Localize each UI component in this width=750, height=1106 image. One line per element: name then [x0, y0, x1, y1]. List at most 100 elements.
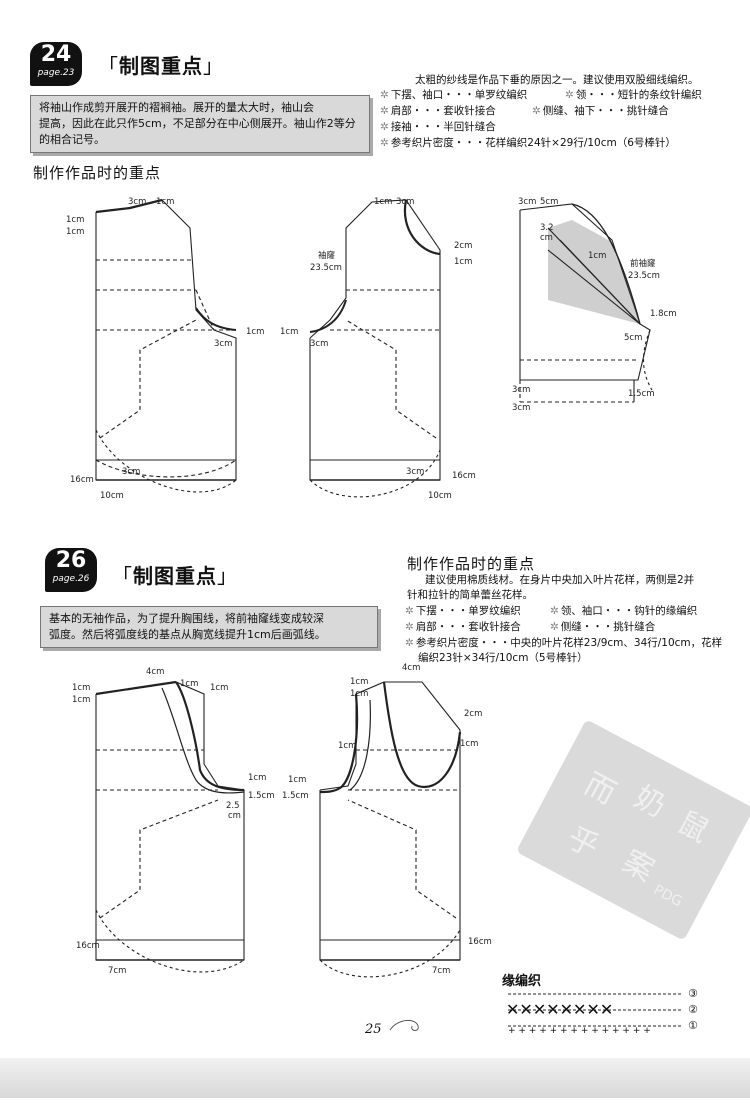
label: cm	[540, 233, 553, 243]
label: 1cm	[72, 695, 90, 705]
label: 23.5cm	[628, 271, 660, 281]
label: 1cm	[280, 327, 298, 337]
label: 1cm	[350, 689, 368, 699]
label: 3cm	[512, 385, 530, 395]
label: 1cm	[288, 775, 306, 785]
asterisk-icon: ✲	[550, 621, 559, 633]
label: 5cm	[540, 197, 558, 207]
label: 1cm	[210, 683, 228, 693]
watermark-seal: 而 奶 鼠 乎 案 PDG	[515, 719, 750, 941]
section-24-note: 将袖山作成剪开展开的褶裥袖。展开的量太大时，袖山会 提高，因此在此只作5cm，不…	[30, 95, 370, 153]
label: 1cm	[338, 741, 356, 751]
label: 10cm	[428, 491, 452, 501]
note-line: 将袖山作成剪开展开的褶裥袖。展开的量太大时，袖山会	[39, 101, 314, 114]
section-26-number: 26	[55, 548, 87, 573]
section-24-title-text: 制图重点	[119, 54, 203, 78]
label: 3cm	[214, 339, 232, 349]
asterisk-icon: ✲	[380, 89, 389, 101]
svg-text:+ + + + + + + + + + + + + +: + + + + + + + + + + + + + +	[508, 1026, 651, 1036]
section-24-bullet: ✲领・・・短针的条纹针编织	[565, 89, 702, 101]
asterisk-icon: ✲	[380, 105, 389, 117]
label: 3cm	[396, 197, 414, 207]
section-26-intro: 建议使用棉质线材。在身片中央加入叶片花样，两侧是2并 针和拉针的简单蕾丝花样。	[407, 574, 695, 601]
note-line: 提高，因此在此只作5cm，不足部分在中心侧展开。袖山作2等分	[39, 117, 356, 130]
page-number: 25	[365, 1022, 382, 1037]
asterisk-icon: ✲	[565, 89, 574, 101]
label: 1cm	[246, 327, 264, 337]
back-body-pattern	[95, 680, 245, 973]
section-24-bullet: ✲接袖・・・半回针缝合	[380, 121, 496, 133]
label: 4cm	[402, 663, 420, 673]
svg-text:✕✕✕✕✕✕✕✕: ✕✕✕✕✕✕✕✕	[506, 1000, 613, 1019]
section-24-bullet: ✲侧缝、袖下・・・挑针缝合	[532, 105, 669, 117]
section-24-bullet: ✲参考织片密度・・・花样编织24针×29行/10cm（6号棒针）	[380, 137, 676, 149]
asterisk-icon: ✲	[532, 105, 541, 117]
label: 5cm	[624, 333, 642, 343]
edging-crochet-chart: ✕✕✕✕✕✕✕✕ + + + + + + + + + + + + + + ③ ②…	[506, 987, 698, 1036]
asterisk-icon: ✲	[550, 605, 559, 617]
section-26-bullet: ✲下摆・・・单罗纹编织	[405, 605, 521, 617]
label: 袖窿	[318, 250, 336, 261]
label: 16cm	[452, 471, 476, 481]
label: 1cm	[156, 197, 174, 207]
section-26-badge: 26 page.26	[45, 548, 97, 592]
section-26-diagrams: 1cm 1cm 4cm 1cm 1cm 1cm 1.5cm 2.5 cm 16c…	[72, 663, 492, 978]
label: 1.5cm	[628, 389, 654, 399]
label: 3cm	[518, 197, 536, 207]
label: 10cm	[100, 491, 124, 501]
label: 2cm	[464, 709, 482, 719]
label: cm	[228, 811, 241, 821]
label: 1.5cm	[282, 791, 308, 801]
label: 1cm	[454, 257, 472, 267]
asterisk-icon: ✲	[405, 621, 414, 633]
section-26-bullet: ✲参考织片密度・・・中央的叶片花样23/9cm、34行/10cm，花样	[405, 637, 723, 649]
label: 3cm	[128, 197, 146, 207]
front-body-pattern	[319, 681, 462, 978]
label: 23.5cm	[310, 263, 342, 273]
section-24-bullet: ✲下摆、袖口・・・单罗纹编织	[380, 89, 528, 101]
label: 1cm	[180, 679, 198, 689]
section-26-page-ref: page.26	[52, 574, 90, 584]
label: 1cm	[350, 677, 368, 687]
section-24-page-ref: page.23	[37, 68, 75, 78]
row-mark: ③	[688, 987, 698, 1000]
note-line: 弧度。然后将弧度线的基点从胸宽线提升1cm后画弧线。	[49, 628, 326, 641]
section-24-number: 24	[40, 42, 72, 67]
label: 16cm	[468, 937, 492, 947]
label: 3cm	[512, 403, 530, 413]
section-26-subhead: 制作作品时的重点	[407, 555, 536, 573]
note-line: 基本的无袖作品，为了提升胸围线，将前袖窿线变成较深	[49, 612, 324, 625]
label: 3cm	[406, 467, 424, 477]
section-24-bullet: ✲肩部・・・套收针接合	[380, 105, 496, 117]
section-26-note: 基本的无袖作品，为了提升胸围线，将前袖窿线变成较深 弧度。然后将弧度线的基点从胸…	[40, 606, 378, 648]
label: 7cm	[108, 966, 126, 976]
label: 1cm	[66, 215, 84, 225]
section-26-bullet: ✲肩部・・・套收针接合	[405, 621, 521, 633]
section-26-bullet: ✲领、袖口・・・钩针的缘编织	[550, 605, 698, 617]
sleeve-pattern	[519, 203, 653, 403]
asterisk-icon: ✲	[405, 637, 414, 649]
row-mark: ②	[688, 1003, 698, 1016]
watermark-text: PDG	[650, 882, 685, 911]
label: 1cm	[72, 683, 90, 693]
section-24-intro: 太粗的纱线是作品下垂的原因之一。建议使用双股细线编织。	[415, 74, 699, 86]
label: 16cm	[76, 941, 100, 951]
label: 1cm	[66, 227, 84, 237]
label: 1.8cm	[650, 309, 676, 319]
label: 3.2	[540, 223, 554, 233]
note-line: 的相合记号。	[39, 133, 105, 146]
section-24-diagrams: 1cm 1cm 3cm 1cm 1cm 3cm 16cm 3cm 10cm 1c…	[66, 197, 676, 501]
asterisk-icon: ✲	[405, 605, 414, 617]
label: 1cm	[460, 739, 478, 749]
section-26-bullet: 编织23针×34行/10cm（5号棒针）	[418, 652, 588, 664]
footer-band	[0, 1058, 750, 1098]
front-body-pattern	[309, 199, 441, 498]
label: 16cm	[70, 475, 94, 485]
label: 4cm	[146, 667, 164, 677]
label: 1cm	[588, 251, 606, 261]
section-24-subhead: 制作作品时的重点	[33, 164, 162, 182]
label: 3cm	[310, 339, 328, 349]
section-26-bullet: ✲侧缝・・・挑针缝合	[550, 621, 656, 633]
edging-title: 缘编织	[502, 974, 542, 989]
asterisk-icon: ✲	[380, 121, 389, 133]
